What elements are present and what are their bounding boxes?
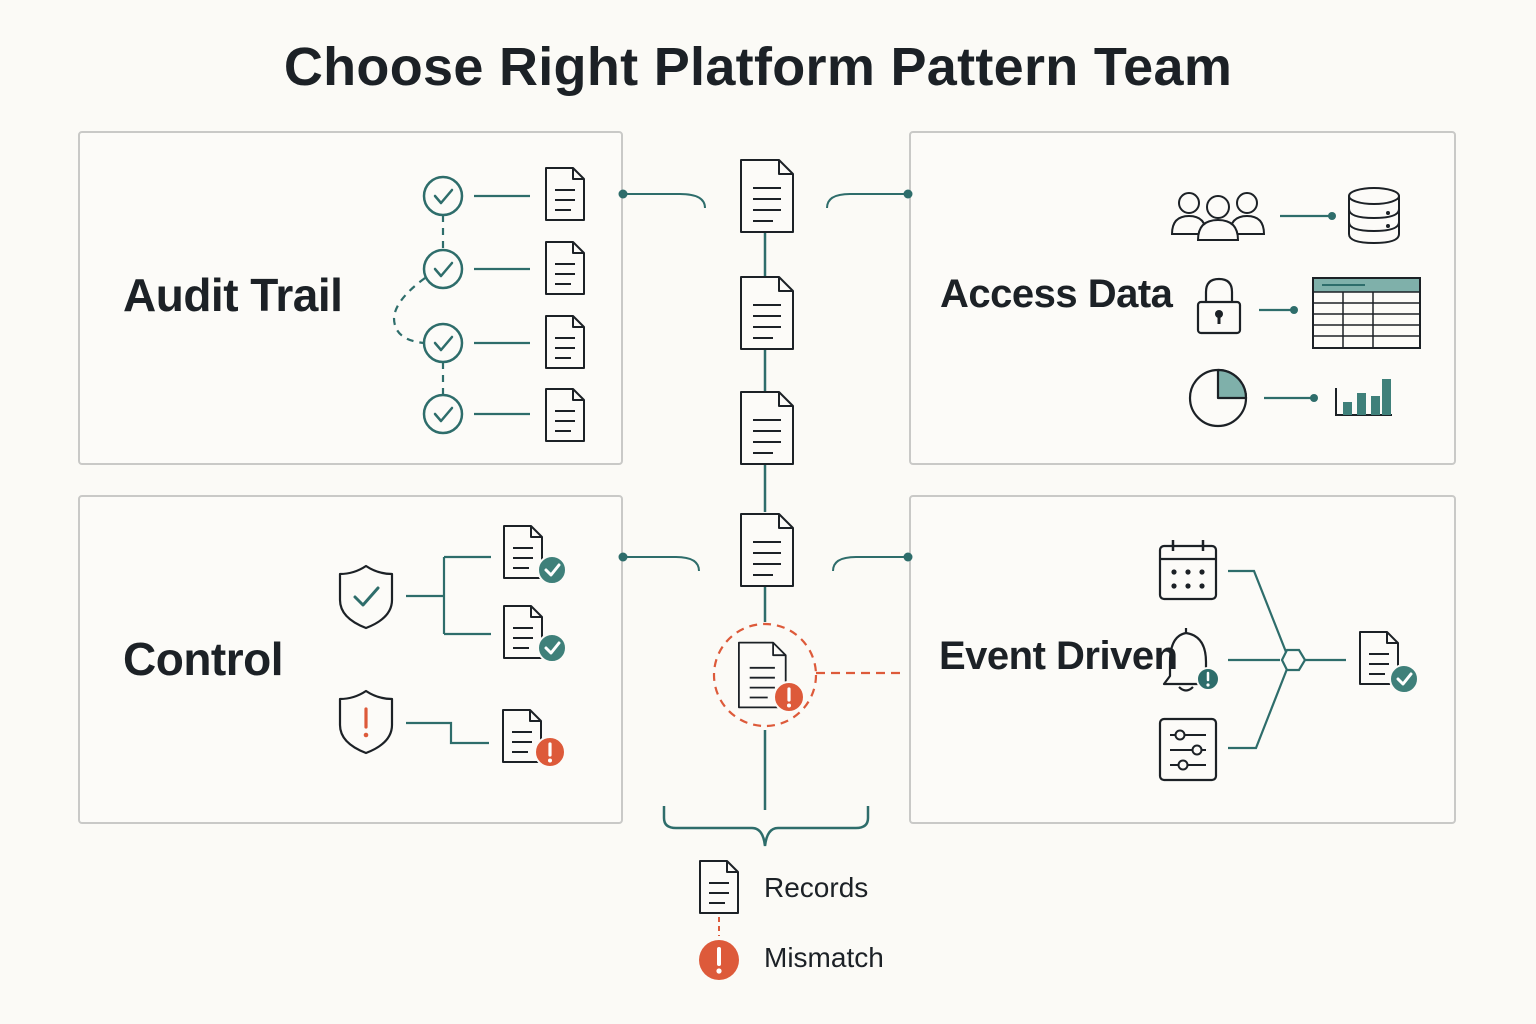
lock-icon (1196, 277, 1242, 335)
event-driven-icons (1158, 540, 1420, 782)
hub-node-icon (1280, 648, 1307, 672)
document-icon (503, 525, 543, 579)
connector-dot (903, 189, 913, 199)
control-icons (338, 525, 568, 769)
check-circle-icon (422, 322, 464, 364)
event-driven-label: Event Driven (939, 634, 1178, 678)
audit-trail-label: Audit Trail (123, 269, 343, 321)
legend-records-icon (699, 860, 739, 914)
alert-badge-icon (533, 735, 567, 769)
bar-chart-icon (1335, 379, 1392, 416)
database-icon (1348, 187, 1400, 245)
bell-alert-icon (1162, 628, 1220, 692)
record-document-icon (740, 391, 794, 465)
access-data-icons (1170, 187, 1421, 428)
check-circle-icon (422, 393, 464, 435)
check-circle-icon (422, 248, 464, 290)
records-brace (662, 806, 870, 847)
record-document-icon (740, 159, 794, 233)
mismatch-record (712, 622, 818, 728)
control-label: Control (123, 633, 284, 685)
legend (699, 860, 739, 980)
document-icon (503, 605, 543, 659)
audit-trail-panel (78, 131, 623, 465)
shield-alert-icon (338, 689, 394, 755)
panel-connectors (623, 193, 908, 572)
document-icon (545, 167, 585, 221)
record-document-icon (740, 513, 794, 587)
settings-sliders-icon (1158, 717, 1218, 782)
record-document-icon (740, 276, 794, 350)
document-icon (545, 388, 585, 442)
access-data-label: Access Data (940, 272, 1173, 316)
document-icon (545, 241, 585, 295)
users-group-icon (1170, 192, 1266, 241)
legend-records-label: Records (764, 872, 869, 903)
shield-check-icon (338, 564, 394, 630)
audit-trail-chain (392, 167, 585, 442)
legend-mismatch-icon (699, 940, 739, 980)
connector-dot (618, 552, 628, 562)
connector-dot (903, 552, 913, 562)
approved-badge-icon (536, 554, 568, 586)
pie-chart-icon (1188, 368, 1248, 428)
mismatch-alert-icon (772, 680, 806, 714)
table-icon (1312, 277, 1421, 349)
check-circle-icon (422, 175, 464, 217)
central-record-chain (662, 159, 905, 847)
page-title: Choose Right Platform Pattern Team (283, 37, 1233, 97)
approved-badge-icon (536, 632, 568, 664)
connector-dot (618, 189, 628, 199)
legend-mismatch-label: Mismatch (764, 942, 884, 973)
document-icon (545, 315, 585, 369)
approved-badge-icon (1388, 663, 1420, 695)
calendar-icon (1158, 540, 1218, 601)
